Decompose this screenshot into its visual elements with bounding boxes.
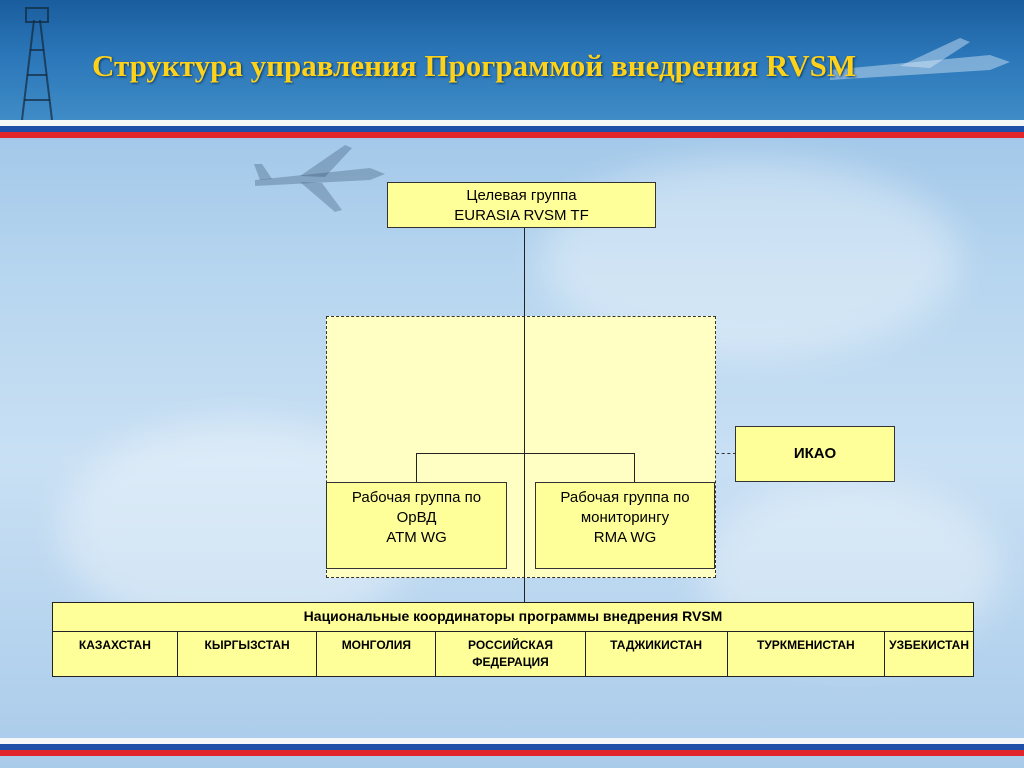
country-cell-mongolia: МОНГОЛИЯ — [316, 631, 437, 677]
country-cell-kazakhstan: КАЗАХСТАН — [52, 631, 178, 677]
flag-stripes-bottom — [0, 738, 1024, 756]
country-name: КЫРГЫЗСТАН — [204, 638, 290, 652]
national-coordinators-table: Национальные координаторы программы внед… — [52, 602, 974, 677]
national-coordinators-header: Национальные координаторы программы внед… — [52, 602, 974, 632]
airplane-icon — [830, 38, 1010, 80]
table-row: КАЗАХСТАН КЫРГЫЗСТАН МОНГОЛИЯ РОССИЙСКАЯ… — [52, 631, 974, 677]
target-group-line1: Целевая группа — [466, 187, 577, 204]
country-cell-turkmenistan: ТУРКМЕНИСТАН — [726, 631, 886, 677]
country-name: ТУРКМЕНИСТАН — [757, 638, 855, 652]
country-name-line2: ФЕДЕРАЦИЯ — [472, 655, 549, 669]
icao-box: ИКАО — [735, 426, 895, 482]
table-header-row: Национальные координаторы программы внед… — [52, 602, 974, 632]
country-name: ТАДЖИКИСТАН — [610, 638, 703, 652]
connector-right-drop — [634, 453, 635, 482]
atm-wg-line3: ATM WG — [386, 529, 447, 546]
icao-label: ИКАО — [793, 445, 837, 462]
tower-icon — [21, 7, 53, 120]
rma-wg-line1: Рабочая группа по — [560, 489, 690, 506]
country-cell-kyrgyzstan: КЫРГЫЗСТАН — [176, 631, 318, 677]
country-cell-uzbekistan: УЗБЕКИСТАН — [884, 631, 974, 677]
country-cell-tajikistan: ТАДЖИКИСТАН — [584, 631, 728, 677]
atm-wg-line2: ОрВД — [396, 509, 437, 526]
rma-wg-line3: RMA WG — [593, 529, 657, 546]
country-name: УЗБЕКИСТАН — [889, 638, 969, 652]
country-name: КАЗАХСТАН — [78, 638, 151, 652]
country-name: РОССИЙСКАЯ — [467, 638, 554, 652]
rma-working-group-box: Рабочая группа по мониторингу RMA WG — [535, 482, 715, 569]
flag-stripes-top — [0, 120, 1024, 138]
connector-left-drop — [416, 453, 417, 482]
connector-horizontal — [416, 453, 635, 454]
target-group-line2: EURASIA RVSM TF — [454, 207, 589, 224]
rma-wg-line2: мониторингу — [580, 509, 670, 526]
country-cell-russia: РОССИЙСКАЯ ФЕДЕРАЦИЯ — [435, 631, 586, 677]
icao-dashed-connector — [716, 453, 736, 454]
connector-vertical — [524, 228, 525, 603]
atm-wg-line1: Рабочая группа по — [351, 489, 482, 506]
header-bar: Структура управления Программой внедрени… — [0, 0, 1024, 120]
airplane-icon — [254, 145, 385, 212]
target-group-box: Целевая группа EURASIA RVSM TF — [387, 182, 656, 228]
country-name: МОНГОЛИЯ — [341, 638, 412, 652]
atm-working-group-box: Рабочая группа по ОрВД ATM WG — [326, 482, 507, 569]
page-title: Структура управления Программой внедрени… — [92, 48, 857, 83]
